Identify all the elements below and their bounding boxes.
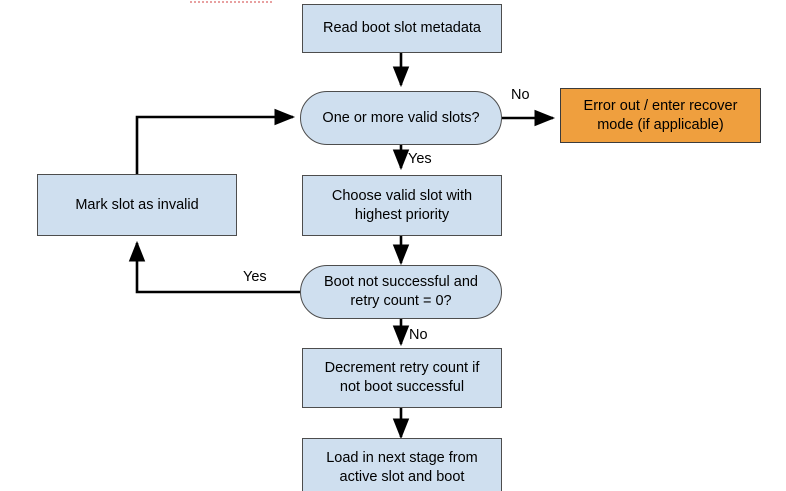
node-label: Choose valid slot with highest priority — [331, 187, 473, 223]
node-label: Read boot slot metadata — [323, 20, 481, 36]
node-decrement-retry-count[interactable]: Decrement retry count if not boot succes… — [302, 348, 502, 408]
node-choose-valid-slot-highest-priority[interactable]: Choose valid slot with highest priority — [302, 175, 502, 236]
node-label: Boot not successful and retry count = 0? — [324, 274, 478, 309]
edge-label-valid-slots-no: No — [511, 87, 530, 103]
node-label: Error out / enter recover mode (if appli… — [583, 97, 738, 133]
node-load-next-stage-active-slot[interactable]: Load in next stage from active slot and … — [302, 438, 502, 491]
edge-label-boot-retry-yes: Yes — [243, 269, 267, 285]
edge-label-boot-retry-no: No — [409, 327, 428, 343]
node-label: Mark slot as invalid — [75, 196, 199, 213]
node-label: Load in next stage from active slot and … — [326, 450, 478, 485]
red-dotted-marker — [190, 1, 272, 3]
node-label: Decrement retry count if not boot succes… — [324, 360, 480, 395]
edge-boot-yes-to-mark-invalid — [128, 240, 300, 294]
node-label: One or more valid slots? — [322, 109, 480, 126]
edge-label-valid-slots-yes: Yes — [408, 151, 432, 167]
node-read-boot-slot-metadata[interactable]: Read boot slot metadata — [302, 4, 502, 53]
edge-mark-invalid-to-valid-slots — [135, 108, 296, 174]
node-one-or-more-valid-slots[interactable]: One or more valid slots? — [300, 91, 502, 145]
node-error-out-enter-recover-mode[interactable]: Error out / enter recover mode (if appli… — [560, 88, 761, 143]
node-mark-slot-as-invalid[interactable]: Mark slot as invalid — [37, 174, 237, 236]
node-boot-not-successful-retry-count-zero[interactable]: Boot not successful and retry count = 0? — [300, 265, 502, 319]
